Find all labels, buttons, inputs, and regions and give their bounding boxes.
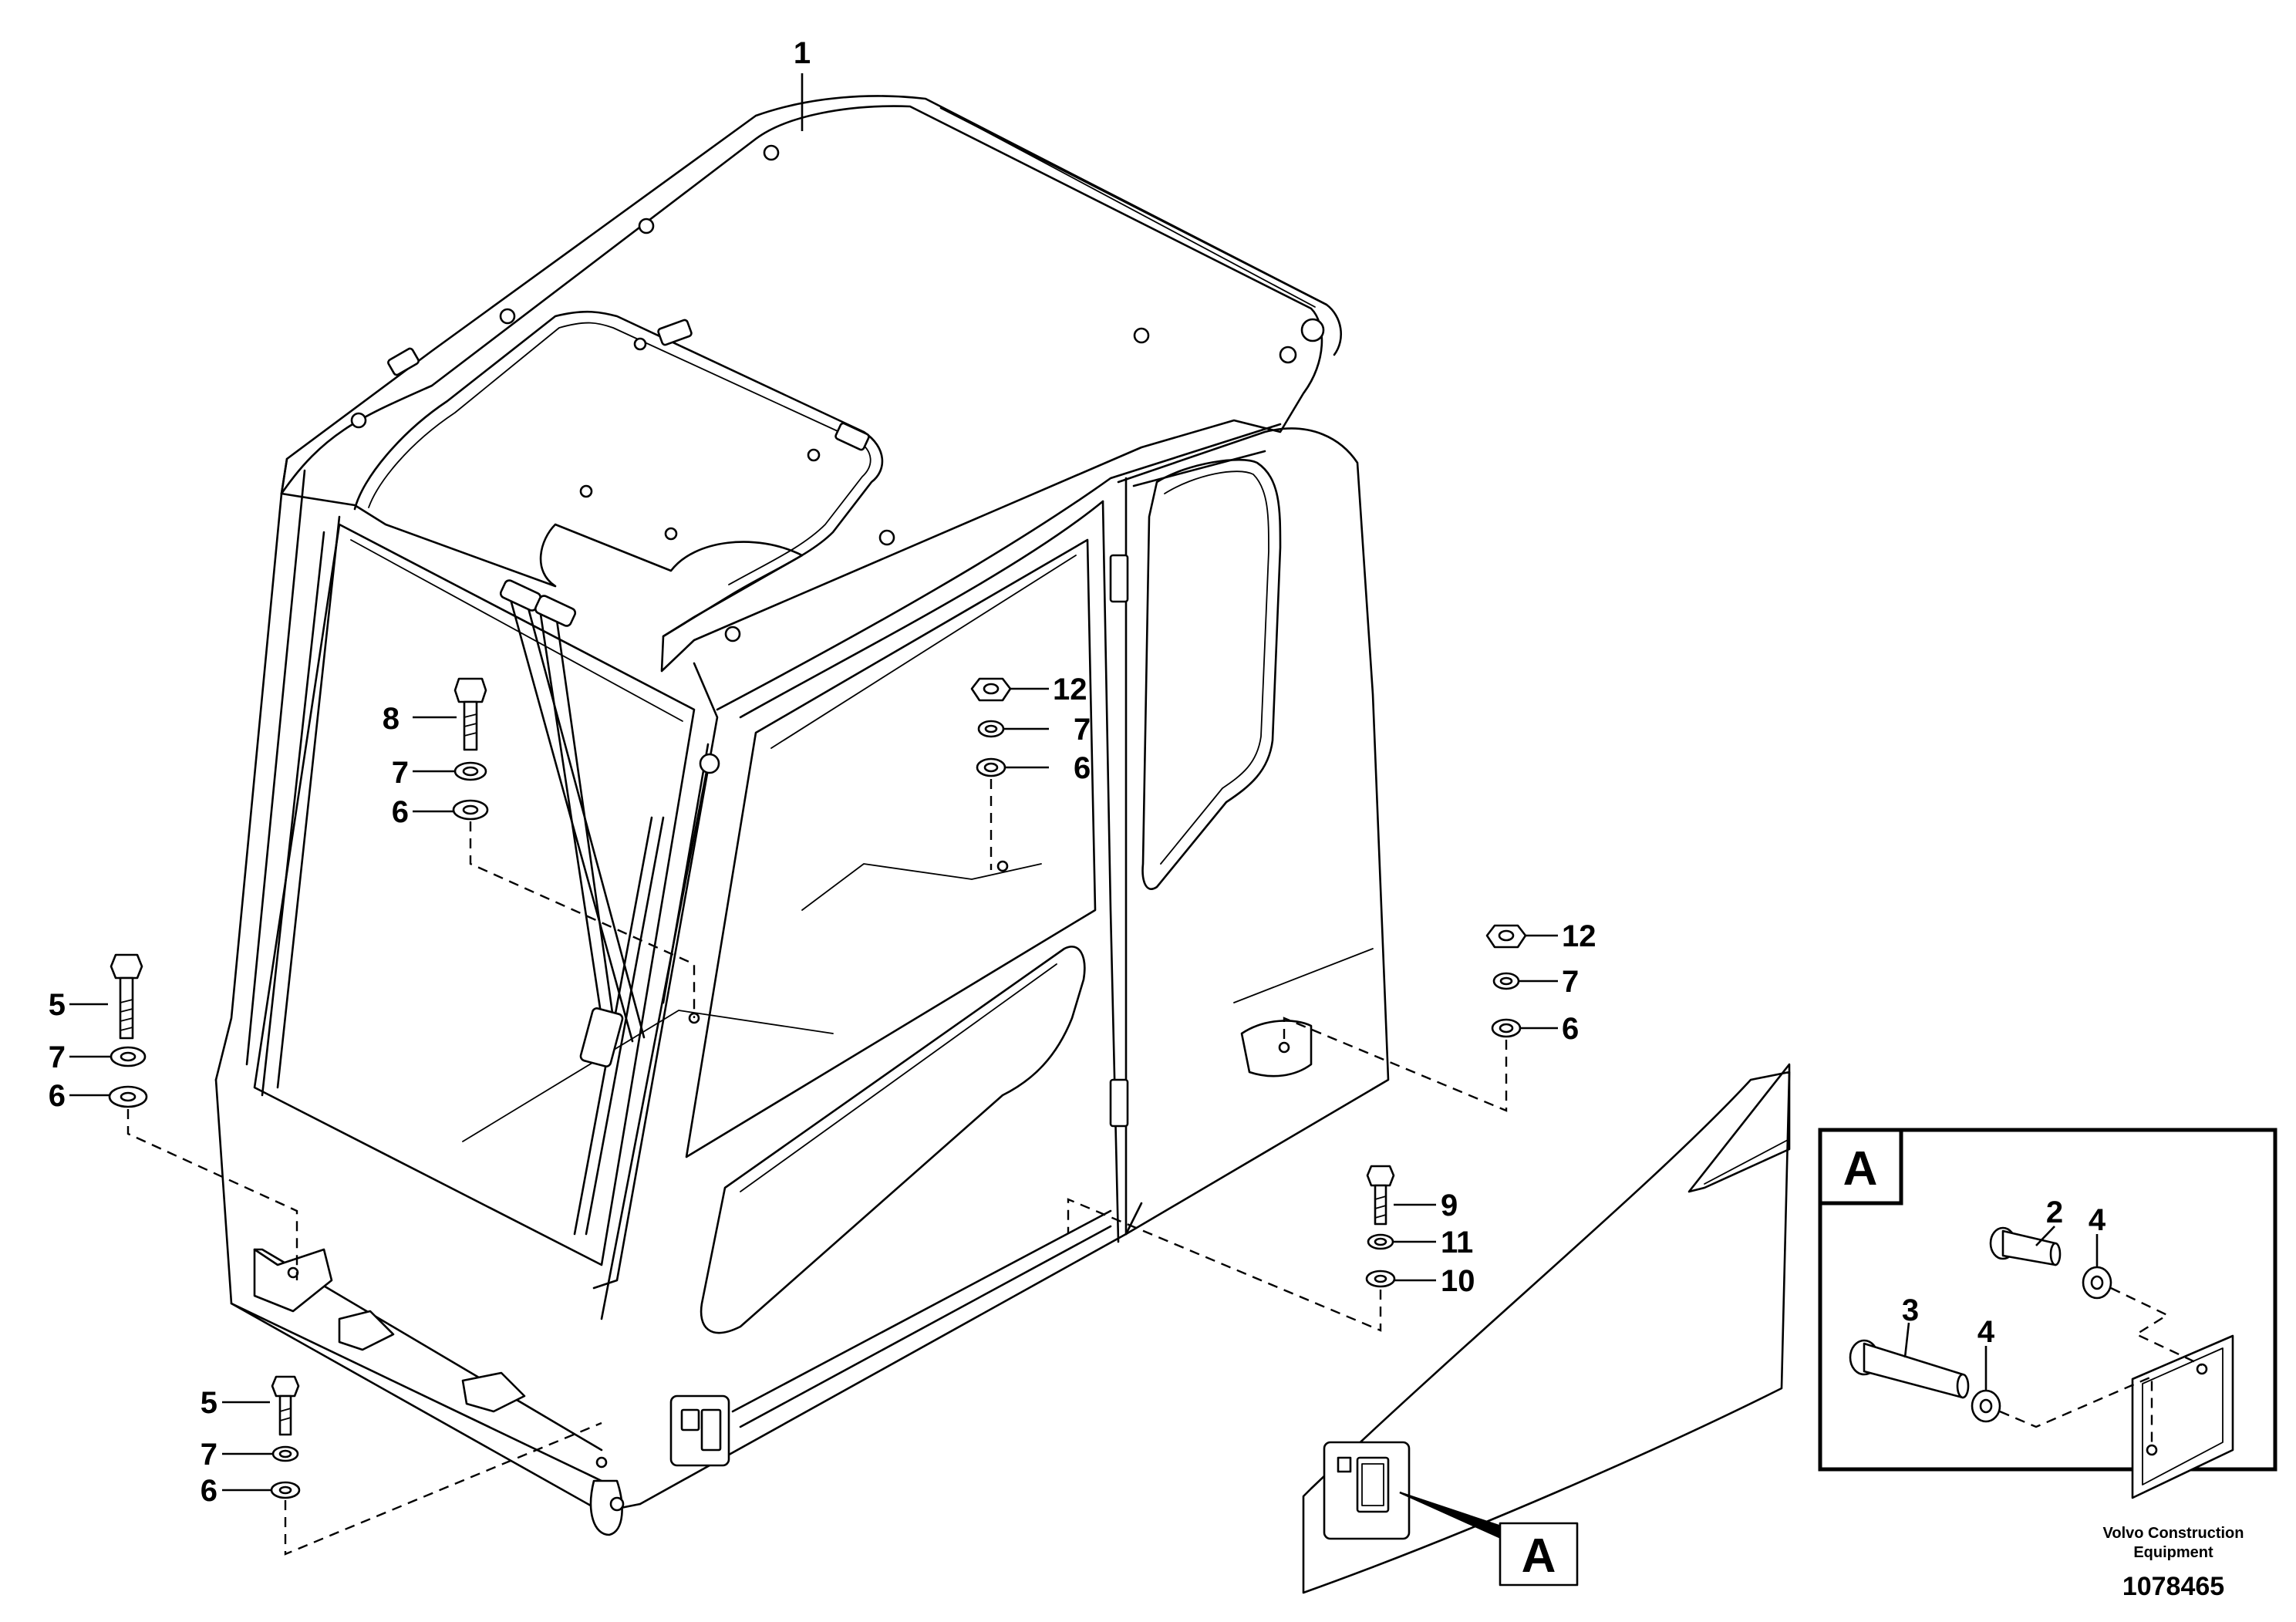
callout-3: 3 [1902,1293,1919,1327]
drawing-number: 1078465 [2122,1572,2224,1601]
callout-6-right: 6 [1562,1012,1579,1046]
callout-7-upper: 7 [392,756,409,790]
callout-1: 1 [794,36,811,70]
detail-ref-label: A [1522,1529,1556,1583]
callout-7-right: 7 [1562,965,1579,999]
callout-10: 10 [1441,1264,1475,1298]
callout-4-lower: 4 [1977,1315,1995,1349]
callout-4-upper: 4 [2089,1203,2106,1237]
leader-lines [69,73,2099,1492]
callout-9: 9 [1441,1189,1458,1222]
roof-bolt-heads [350,144,1150,642]
callout-labels: 1 2 3 4 4 8 7 6 5 7 6 5 7 6 12 7 6 12 7 … [49,36,2106,1508]
bolt-5-lower-group [270,1375,301,1499]
bolt-8-group [452,677,489,821]
company-line-2: Equipment [2133,1544,2213,1561]
callout-6-upper: 6 [392,795,409,829]
callout-6-lower: 6 [201,1474,217,1508]
detail-view-a: A [1818,1128,2277,1499]
callout-7-lower: 7 [201,1438,217,1472]
callout-6-left: 6 [49,1079,66,1113]
callout-5-upper: 5 [49,988,66,1022]
callout-2: 2 [2046,1195,2063,1229]
detail-label: A [1843,1142,1878,1195]
nut-12-right-group [1485,924,1527,1038]
alignment-lines [126,779,1508,1556]
callout-12-right: 12 [1562,919,1596,953]
door-panel [1302,1063,1791,1594]
callout-6-mid: 6 [1074,751,1091,785]
callout-7-mid: 7 [1074,713,1091,747]
nut-12-upper-group [970,677,1012,777]
company-line-1: Volvo Construction [2103,1525,2244,1542]
callout-5-lower: 5 [201,1386,217,1420]
cab-drawing [214,95,1390,1536]
bolt-5-upper-group [108,953,148,1108]
callout-11: 11 [1441,1226,1473,1259]
callout-8: 8 [383,702,400,736]
detail-ref-box: A [1499,1522,1579,1587]
callout-12-upper: 12 [1053,673,1087,706]
footer: Volvo Construction Equipment 1078465 [2103,1525,2244,1601]
callout-7-left: 7 [49,1040,66,1074]
bolt-9-group [1365,1165,1396,1288]
wiper-icon [499,579,720,1236]
